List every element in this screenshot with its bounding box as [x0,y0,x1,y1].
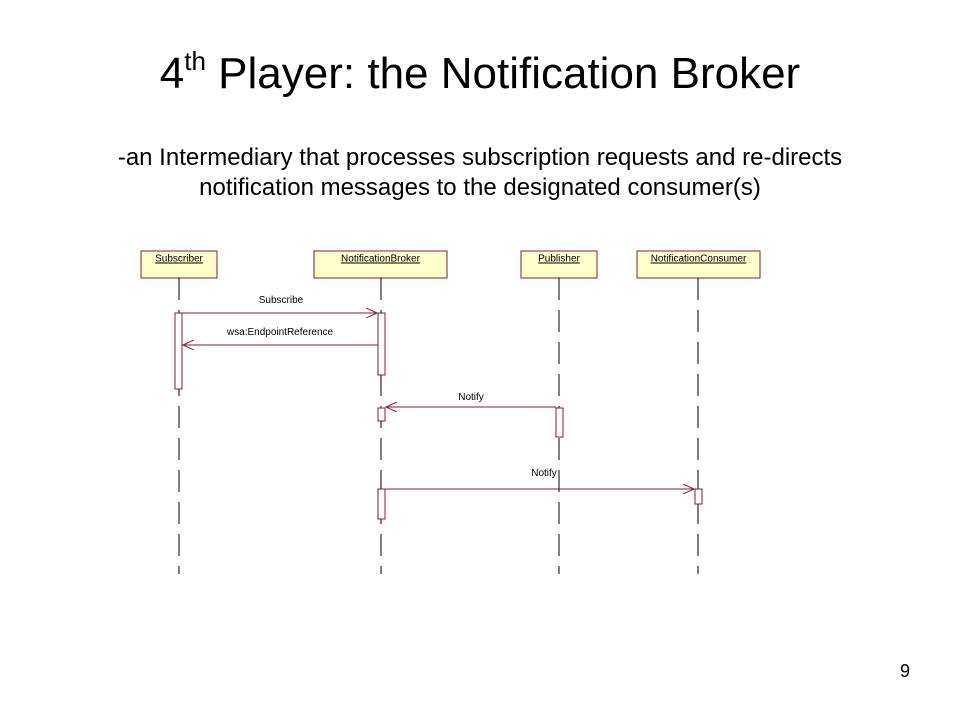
notification-consumer-activation [694,488,703,505]
message-label: Notify [531,468,557,479]
notification-broker-activation [377,312,386,376]
participant-box [636,250,761,279]
participant-label: Subscriber [155,254,203,265]
subtitle-line-2: notification messages to the designated … [199,174,761,201]
subscriber-activation [174,312,183,390]
participant-subscriber: Subscriber [140,250,218,279]
notification-broker-activation [377,488,386,520]
publisher-activation [555,407,564,438]
message-subscribe: Subscribe [182,295,377,313]
page-number: 9 [899,661,910,681]
message-endpoint-reference: wsa:EndpointReference [183,327,378,345]
slide-subtitle: -an Intermediary that processes subscrip… [0,143,960,203]
title-superscript: th [184,46,206,76]
participant-notification-consumer: NotificationConsumer [636,250,761,279]
participant-box [140,250,218,279]
slide-title: 4th Player: the Notification Broker [0,46,960,102]
message-notify-to-consumer: Notify [385,468,694,489]
notification-broker-activation [377,407,386,422]
message-label: Notify [458,392,484,403]
subtitle-line-1: -an Intermediary that processes subscrip… [117,144,843,171]
participant-label: Publisher [538,254,580,265]
participant-label: NotificationBroker [341,254,421,265]
participant-notification-broker: NotificationBroker [313,250,448,279]
title-number: 4 [159,49,185,98]
title-text: Player: the Notification Broker [205,49,801,98]
message-notify-from-publisher: Notify [386,392,556,407]
participant-box [313,250,448,279]
message-label: Subscribe [259,295,304,306]
participant-label: NotificationConsumer [651,254,747,265]
participant-publisher: Publisher [520,250,598,279]
participant-box [520,250,598,279]
message-label: wsa:EndpointReference [226,327,334,338]
